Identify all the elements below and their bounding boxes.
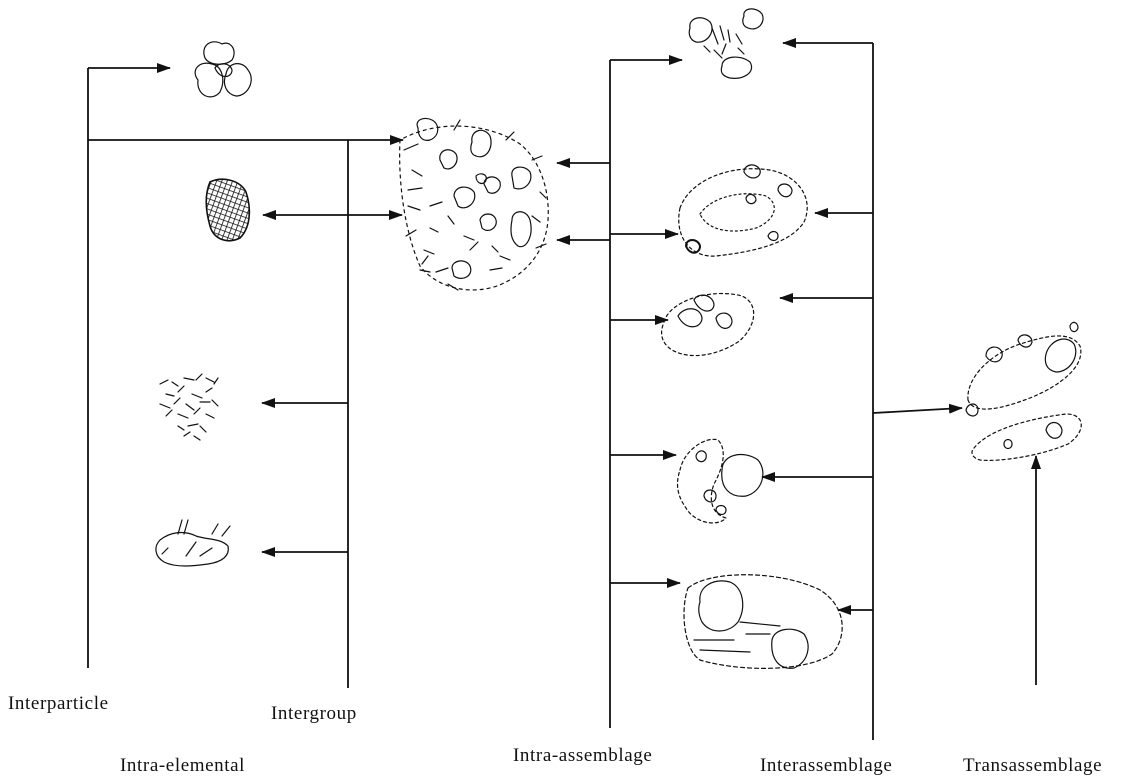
- fossil-fragment-sketch: [156, 520, 230, 566]
- hatched-element-sketch: [206, 179, 249, 240]
- label-intra-assemblage: Intra-assemblage: [513, 745, 652, 767]
- label-transassemblage: Transassemblage: [963, 755, 1102, 777]
- ring-assemblage-sketch: [679, 165, 807, 256]
- oval-assemblage-sketch: [662, 294, 754, 356]
- paired-grain-assemblage-sketch: [684, 575, 842, 669]
- interassemblage-arrow-to-trans: [873, 408, 962, 413]
- transassemblage-sketch: [966, 322, 1081, 460]
- label-intergroup: Intergroup: [271, 703, 357, 725]
- label-interparticle: Interparticle: [8, 693, 109, 715]
- label-interassemblage: Interassemblage: [760, 755, 892, 777]
- particle-cluster-sketch: [195, 42, 251, 97]
- fragment-cluster-sketch: [160, 374, 218, 440]
- top-assemblage-sketch: [689, 9, 763, 78]
- label-intra-elemental: Intra-elemental: [120, 755, 245, 777]
- large-assemblage-sketch: [400, 118, 549, 290]
- grain-assemblage-sketch: [678, 439, 763, 523]
